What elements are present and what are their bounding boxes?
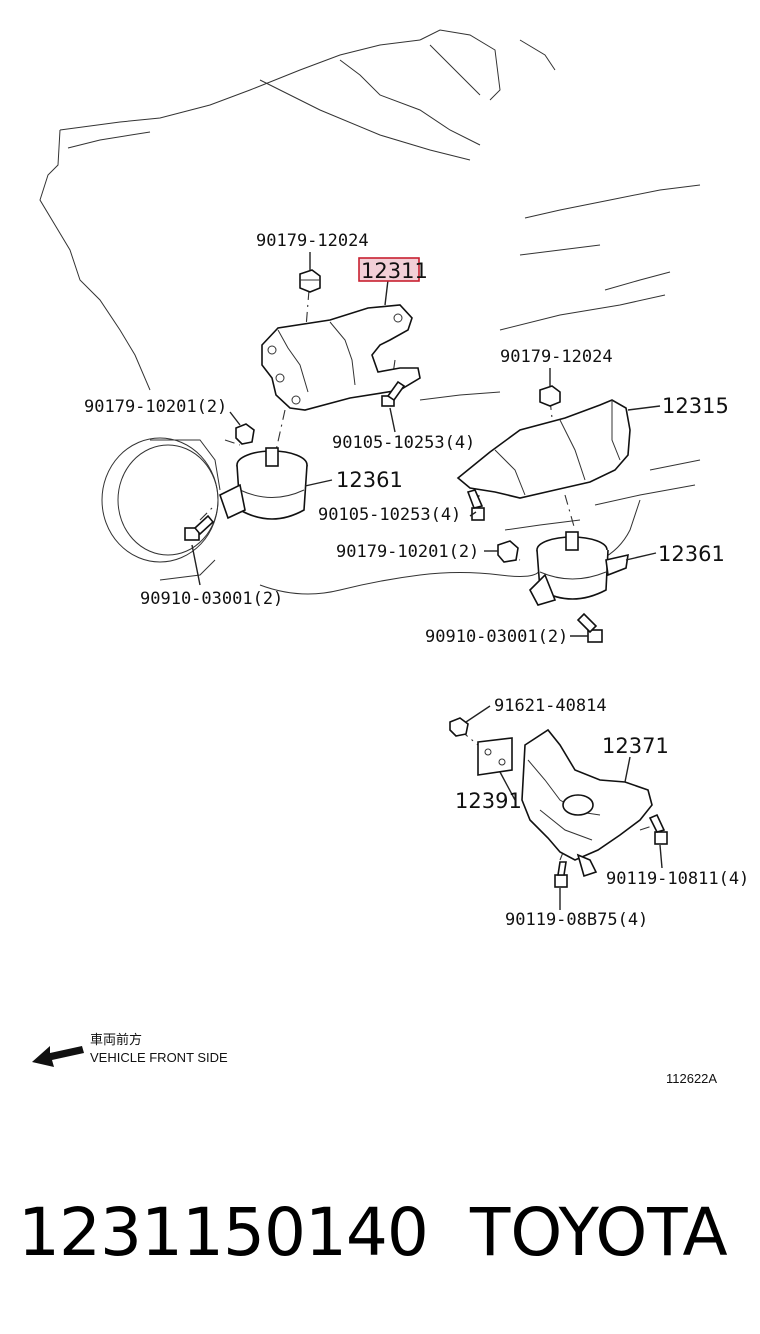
stopper-plate-rear xyxy=(477,737,513,776)
front-arrow-icon xyxy=(32,1046,84,1067)
callout-nut-right-mid: 90179-10201(2) xyxy=(336,542,479,562)
nut-left-mid xyxy=(235,423,255,445)
highlight-box xyxy=(358,257,420,282)
direction-label-en: VEHICLE FRONT SIDE xyxy=(90,1050,228,1065)
callout-plate-rear: 12391 xyxy=(455,789,522,813)
callout-bolt-rear-right: 90119-10811(4) xyxy=(606,869,749,889)
engine-mounting-bracket-left xyxy=(261,304,421,411)
callout-nut-left-top: 90179-12024 xyxy=(256,231,369,251)
bolt-left-bracket xyxy=(381,380,406,407)
nut-right-top xyxy=(539,385,561,407)
figure-code: 112622A xyxy=(666,1071,717,1086)
part-footer: 1231150140 TOYOTA xyxy=(0,1180,760,1290)
callout-bolt-rear-bottom: 90119-08B75(4) xyxy=(505,910,648,930)
callout-nut-left-mid: 90179-10201(2) xyxy=(84,397,227,417)
nut-right-mid xyxy=(497,540,519,563)
engine-mounting-bracket-right xyxy=(456,399,631,499)
bolt-right-bottom xyxy=(576,612,603,643)
callout-bolt-left-bracket: 90105-10253(4) xyxy=(332,433,475,453)
callout-bolt-rear-top: 91621-40814 xyxy=(494,696,607,716)
callout-bracket-right: 12315 xyxy=(662,394,729,418)
nut-left-top xyxy=(299,269,321,293)
callout-labels: 90179-12024 12311 90179-10201(2) 90105-1… xyxy=(84,231,749,930)
leader-lines xyxy=(191,252,663,910)
engine-mount-rear xyxy=(521,728,653,878)
callout-bolt-left-bottom: 90910-03001(2) xyxy=(140,589,283,609)
bolt-rear-bottom xyxy=(554,861,568,888)
direction-label-jp: 車両前方 xyxy=(90,1032,142,1047)
callout-bracket-left: 12311 xyxy=(361,259,428,283)
callout-bolt-right-bottom: 90910-03001(2) xyxy=(425,627,568,647)
callout-mount-rear: 12371 xyxy=(602,734,669,758)
callout-mount-right: 12361 xyxy=(658,542,725,566)
callout-nut-right-top: 90179-12024 xyxy=(500,347,613,367)
bolt-left-bottom xyxy=(184,514,215,541)
engine-mount-diagram: 90179-12024 12311 90179-10201(2) 90105-1… xyxy=(32,29,749,1086)
brand-name: TOYOTA xyxy=(470,1194,728,1271)
engine-mount-insulator-right xyxy=(529,531,629,606)
callout-mount-left: 12361 xyxy=(336,468,403,492)
callout-bolt-right-bracket: 90105-10253(4) xyxy=(318,505,461,525)
part-number: 1231150140 xyxy=(18,1194,429,1271)
bolt-rear-right xyxy=(648,813,668,845)
vehicle-front-indicator: 車両前方 VEHICLE FRONT SIDE xyxy=(32,1032,228,1067)
engine-mount-insulator-left xyxy=(219,447,308,520)
bolt-rear-top xyxy=(449,717,469,737)
